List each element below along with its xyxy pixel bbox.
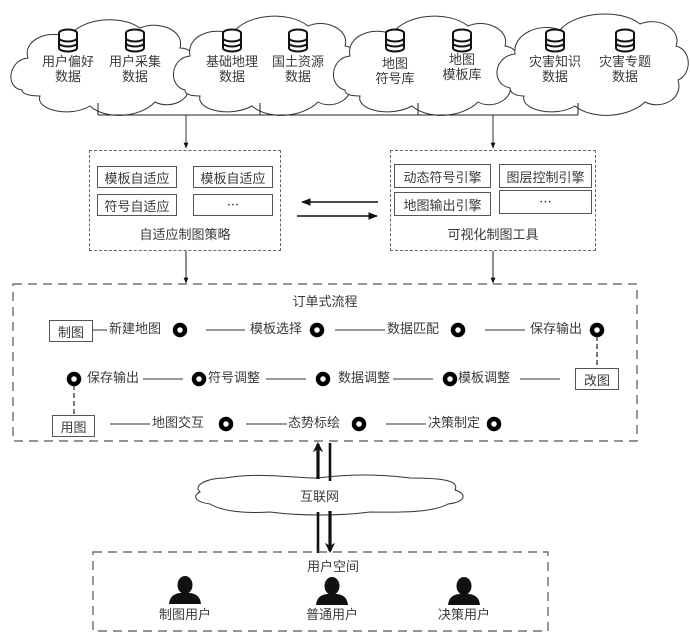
source-label-line2: 数据 [541, 70, 568, 85]
workflow-step: 模板调整 [458, 371, 511, 386]
source-label-line1: 用户采集 [108, 55, 161, 70]
strategy-item: ··· [193, 194, 273, 216]
workflow-start-use: 用图 [52, 415, 95, 437]
node-ring-icon [592, 325, 602, 335]
source-label-line2: 数据 [218, 70, 245, 85]
strategy-item: 模板自适应 [97, 166, 177, 188]
source-label-line2: 数据 [284, 70, 311, 85]
database-icon [452, 28, 472, 53]
database-icon [385, 28, 405, 53]
workflow-step: 态势标绘 [288, 416, 341, 431]
node-ring-icon [194, 374, 204, 384]
workflow-start-edit: 改图 [575, 368, 619, 390]
user-label: 普通用户 [305, 608, 358, 623]
node-ring-icon [69, 374, 79, 384]
source-label-line1: 地图 [448, 53, 475, 68]
source-label: 用户偏好 数据 [28, 55, 108, 85]
source-label-line2: 模板库 [442, 68, 482, 83]
source-label-line1: 灾害知识 [528, 55, 581, 70]
user-icon [448, 577, 480, 605]
source-label: 灾害专题 数据 [585, 55, 665, 85]
cloud-disaster-data [496, 13, 689, 116]
source-label-line1: 地图 [381, 57, 408, 72]
workflow-step: 数据调整 [338, 371, 391, 386]
user-label: 制图用户 [158, 608, 211, 623]
source-label: 基础地理 数据 [192, 55, 272, 85]
workflow-step: 模板选择 [250, 322, 303, 337]
node-ring-icon [221, 419, 231, 429]
tools-panel [390, 150, 596, 251]
database-icon [288, 28, 308, 53]
database-icon [545, 28, 565, 53]
tool-item: 图层控制引擎 [499, 164, 592, 188]
tool-item: ··· [499, 190, 592, 214]
database-icon [222, 28, 242, 53]
database-icon [58, 28, 78, 53]
user-space-title: 用户空间 [306, 560, 359, 575]
node-ring-icon [489, 419, 499, 429]
user-icon [316, 577, 348, 605]
workflow-title: 订单式流程 [292, 295, 358, 310]
source-label: 地图 模板库 [422, 53, 502, 83]
source-label-line2: 符号库 [375, 72, 415, 87]
source-label: 国土资源 数据 [258, 55, 338, 85]
internet-cloud [195, 474, 464, 516]
workflow-step: 决策制定 [428, 416, 481, 431]
node-ring-icon [453, 325, 463, 335]
source-label-line1: 基础地理 [205, 55, 258, 70]
workflow-step: 数据匹配 [387, 322, 440, 337]
source-label: 地图 符号库 [355, 57, 435, 87]
collector-lines [97, 103, 579, 116]
strategy-item: 模板自适应 [193, 166, 273, 188]
workflow-step: 地图交互 [152, 416, 205, 431]
node-ring-icon [318, 374, 328, 384]
user-icon [169, 576, 201, 604]
source-label-line2: 数据 [121, 70, 148, 85]
node-ring-icon [175, 325, 185, 335]
internet-label: 互联网 [300, 490, 340, 505]
strategy-title: 自适应制图策略 [139, 228, 231, 243]
workflow-step: 保存输出 [87, 371, 140, 386]
source-label-line1: 国土资源 [271, 55, 324, 70]
database-icon [615, 28, 635, 53]
strategy-item: 符号自适应 [97, 194, 177, 216]
node-ring-icon [445, 374, 455, 384]
source-label: 用户采集 数据 [95, 55, 175, 85]
source-label-line2: 数据 [611, 70, 638, 85]
node-ring-icon [312, 325, 322, 335]
user-space-container [92, 551, 549, 632]
database-icon [125, 28, 145, 53]
tool-item: 动态符号引擎 [394, 164, 491, 188]
tool-item: 地图输出引擎 [394, 192, 491, 216]
tools-title: 可视化制图工具 [447, 228, 539, 243]
workflow-start-make: 制图 [49, 320, 93, 342]
source-label-line1: 灾害专题 [598, 55, 651, 70]
workflow-step: 符号调整 [208, 371, 261, 386]
source-label-line1: 用户偏好 [41, 55, 94, 70]
strategy-panel [89, 150, 281, 251]
user-label: 决策用户 [437, 608, 490, 623]
workflow-step: 新建地图 [109, 322, 162, 337]
workflow-step: 保存输出 [530, 322, 583, 337]
source-label: 灾害知识 数据 [515, 55, 595, 85]
node-ring-icon [354, 419, 364, 429]
source-label-line2: 数据 [54, 70, 81, 85]
